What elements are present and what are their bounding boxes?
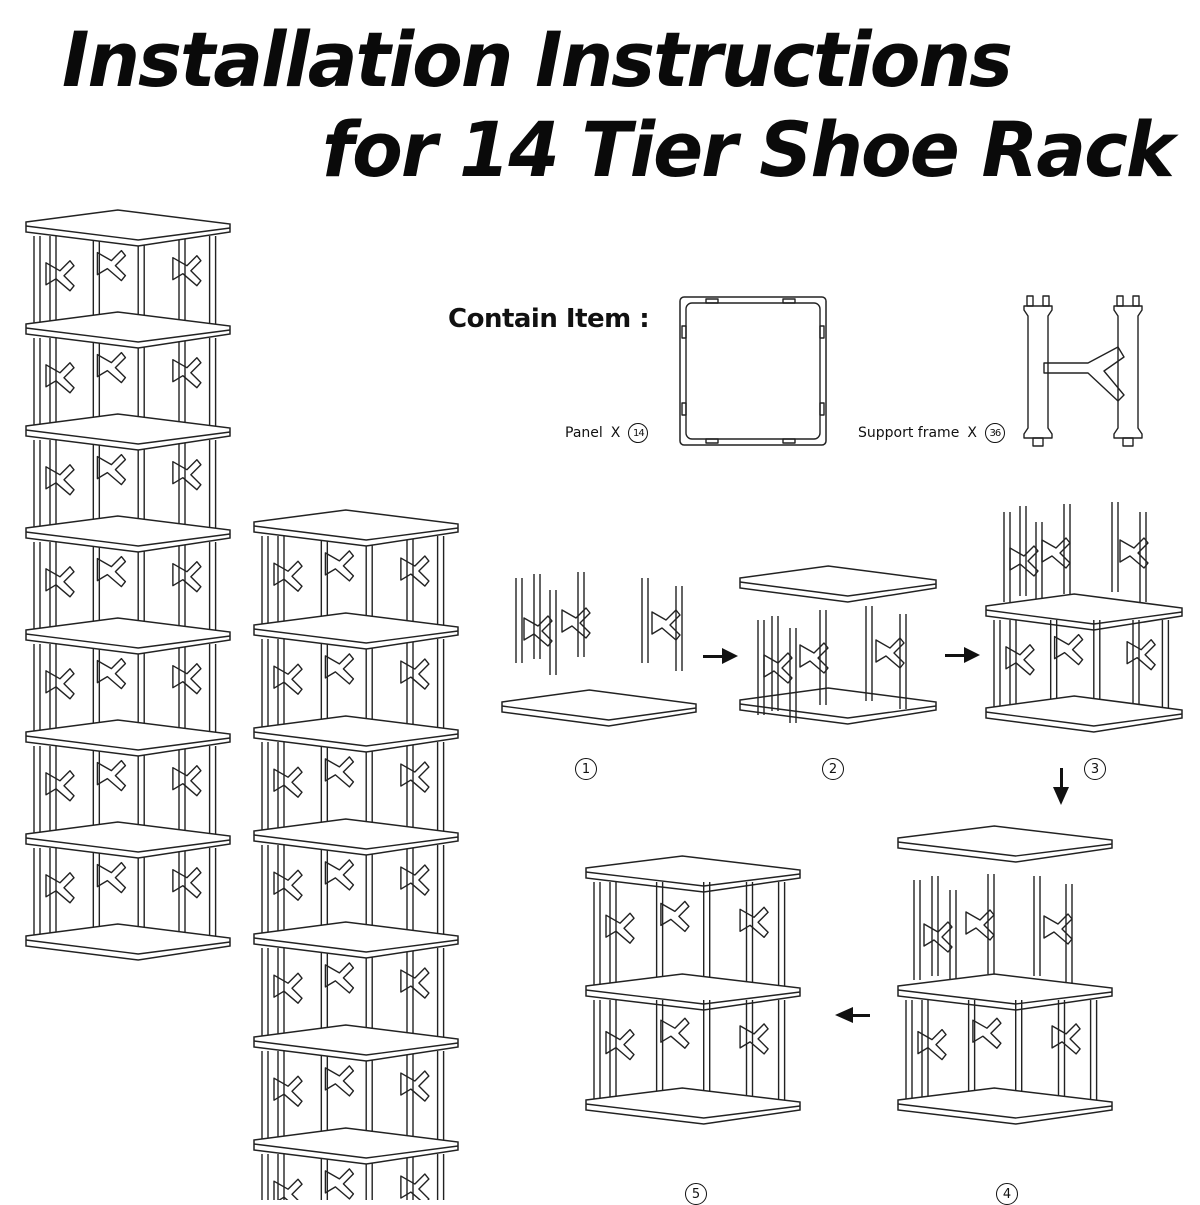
step-2-drawing [739,565,937,725]
tower-left [25,209,231,961]
multiplier: X [967,425,977,441]
support-frame-count-label: Support frame X 36 [858,423,1005,443]
arrow-right-icon [945,647,980,663]
step-4-number: 4 [996,1183,1018,1205]
step-4-drawing [897,825,1113,1125]
support-frame-name: Support frame [858,425,960,441]
arrow-right-icon [703,648,738,664]
arrow-down-icon [1053,768,1069,805]
contain-item-label: Contain Item : [448,304,650,334]
step-1-drawing [501,572,697,727]
step-3-number: 3 [1084,758,1106,780]
step-5-number: 5 [685,1183,707,1205]
panel-name: Panel [565,425,603,441]
step-2-number: 2 [822,758,844,780]
step-1-number: 1 [575,758,597,780]
support-frame-quantity-badge: 36 [984,423,1005,443]
title-line-2: for 14 Tier Shoe Rack [322,105,1175,194]
multiplier: X [610,425,621,441]
panel-quantity-badge: 14 [628,423,649,443]
tower-right [253,509,459,1200]
step-3-drawing [985,502,1183,733]
arrow-left-icon [835,1007,870,1023]
panel-count-label: Panel X 14 [565,423,649,443]
step-5-drawing [585,855,801,1125]
title-line-1: Installation Instructions [62,15,1013,104]
